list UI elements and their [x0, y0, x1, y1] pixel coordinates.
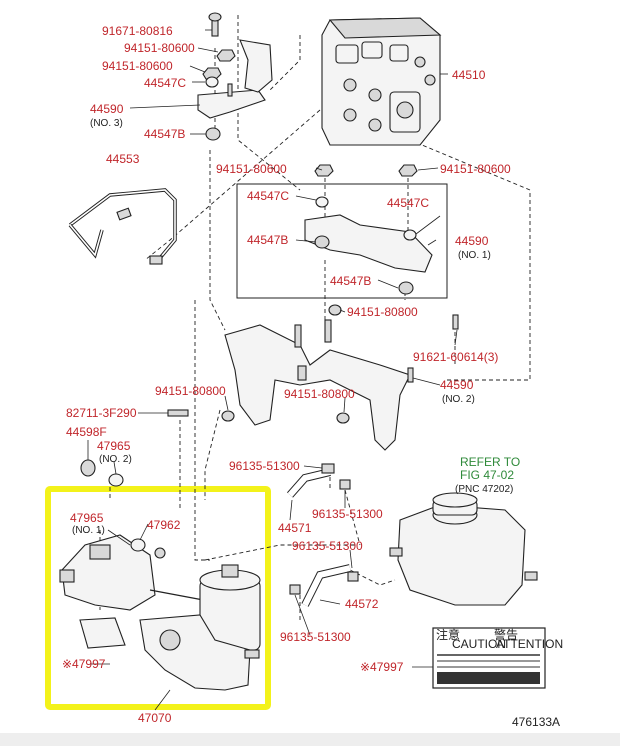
svg-text:注意: 注意 — [436, 627, 460, 642]
label-refer-to-2: FIG 47-02 — [460, 468, 514, 482]
label-96135-51300-c: 96135-51300 — [292, 539, 363, 553]
reservoir-47202 — [389, 492, 538, 606]
label-94151-80800-c: 94151-80800 — [284, 387, 355, 401]
bottom-strip — [0, 733, 620, 746]
brake-tube-44553 — [68, 188, 177, 265]
label-44510: 44510 — [452, 68, 486, 82]
caution-label-47997: 注意 CAUTION 警告 ATTENTION — [432, 627, 563, 689]
label-44553: 44553 — [106, 152, 140, 166]
label-47965-b: 47965 — [70, 511, 104, 525]
label-44547c-mid-right: 44547C — [387, 196, 429, 210]
label-44590-mid: 44590 — [455, 234, 489, 248]
hoses — [287, 463, 359, 607]
label-47965-a: 47965 — [97, 439, 131, 453]
label-44547c-top: 44547C — [144, 76, 186, 90]
label-94151-80800-b: 94151-80800 — [155, 384, 226, 398]
label-96135-51300-d: 96135-51300 — [280, 630, 351, 644]
pump-assembly-47070 — [59, 534, 261, 691]
label-94151-80600-d: 94151-80600 — [440, 162, 511, 176]
label-44547b-mid: 44547B — [247, 233, 288, 247]
label-94151-80600-b: 94151-80600 — [102, 59, 173, 73]
label-44590-top-note: (NO. 3) — [90, 118, 123, 129]
label-47997-a: ※47997 — [62, 657, 106, 671]
svg-text:警告: 警告 — [494, 627, 518, 642]
label-refer-to-1: REFER TO — [460, 455, 520, 469]
label-82711-3f290: 82711-3F290 — [66, 406, 137, 420]
label-44590-top: 44590 — [90, 102, 124, 116]
label-44547b-mid2: 44547B — [330, 274, 371, 288]
label-96135-51300-a: 96135-51300 — [229, 459, 300, 473]
attention-text: ATTENTION — [496, 637, 563, 651]
abs-actuator-44510 — [321, 17, 442, 146]
label-44547c-mid-left: 44547C — [247, 189, 289, 203]
label-44590-low-note: (NO. 2) — [442, 394, 475, 405]
figure-id: 476133A — [512, 715, 560, 729]
bracket-44590-no1-frame — [236, 183, 448, 299]
bracket-44590-no2 — [221, 304, 459, 451]
label-47965-a-note: (NO. 2) — [99, 454, 132, 465]
bracket-44590-no1 — [304, 164, 433, 295]
label-94151-80600-c: 94151-80600 — [216, 162, 287, 176]
caution-text: CAUTION — [452, 637, 506, 651]
bracket-44590-no3 — [197, 12, 273, 141]
label-44547b-top: 44547B — [144, 127, 185, 141]
label-96135-51300-b: 96135-51300 — [312, 507, 383, 521]
label-91671-80816: 91671-80816 — [102, 24, 173, 38]
label-47962: 47962 — [147, 518, 181, 532]
part-labels: 91671-80816 94151-80600 94151-80600 4454… — [62, 24, 560, 729]
label-44572: 44572 — [345, 597, 379, 611]
label-44598f: 44598F — [66, 425, 107, 439]
leader-lines — [87, 29, 458, 711]
label-47070: 47070 — [138, 711, 172, 725]
label-refer-to-3: (PNC 47202) — [455, 484, 513, 495]
highlight-frame — [45, 486, 271, 710]
label-94151-80600-a: 94151-80600 — [124, 41, 195, 55]
label-44590-low: 44590 — [440, 378, 474, 392]
label-91621-60614: 91621-60614(3) — [413, 350, 498, 364]
label-44571: 44571 — [278, 521, 312, 535]
label-94151-80800-a: 94151-80800 — [347, 305, 418, 319]
label-47997-b: ※47997 — [360, 660, 404, 674]
label-47965-b-note: (NO. 1) — [72, 525, 105, 536]
label-44590-mid-note: (NO. 1) — [458, 250, 491, 261]
